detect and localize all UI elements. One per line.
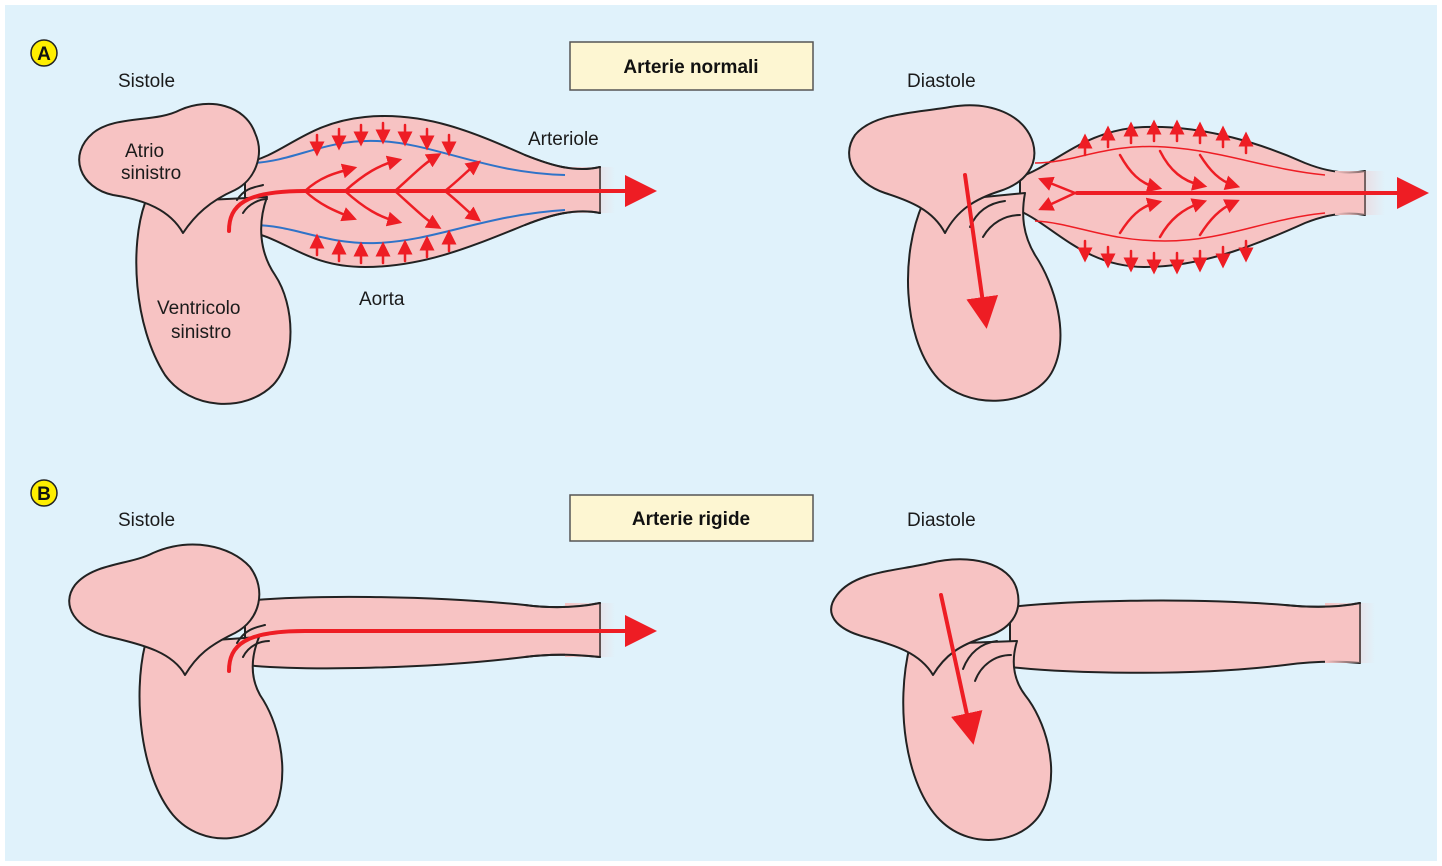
left-ventricle-diastole-b (903, 641, 1051, 840)
condition-label-a: Arterie normali (623, 57, 758, 78)
ventricle-label-line2: sinistro (171, 322, 231, 343)
atrium-label-line1: Atrio (125, 141, 164, 162)
badge-a-label: A (37, 44, 51, 65)
condition-box-b: Arterie rigide (570, 495, 813, 541)
systole-label-b: Sistole (118, 510, 175, 531)
diastole-label-b: Diastole (907, 510, 976, 531)
panel-a: A Arterie normali Sistole Diastole (31, 40, 1417, 404)
left-ventricle-diastole-a (908, 193, 1060, 401)
figure-background: A Arterie normali Sistole Diastole (5, 5, 1437, 861)
heart-artery-diagram: A Arterie normali Sistole Diastole (5, 5, 1437, 861)
badge-a: A (31, 40, 57, 66)
condition-box-a: Arterie normali (570, 42, 813, 90)
heart-systole-b (69, 545, 645, 839)
badge-b: B (31, 480, 57, 506)
panel-b: B Arterie rigide Sistole Diastole (31, 480, 1375, 840)
diastole-label-a: Diastole (907, 71, 976, 92)
systole-label-a: Sistole (118, 71, 175, 92)
arterioles-label: Arteriole (528, 129, 599, 150)
heart-diastole-b (831, 559, 1375, 840)
ventricle-label-line1: Ventricolo (157, 298, 240, 319)
badge-b-label: B (37, 484, 51, 505)
heart-diastole-a (849, 105, 1417, 400)
atrium-label-line2: sinistro (121, 163, 181, 184)
aorta-diastole-b (1010, 601, 1360, 673)
condition-label-b: Arterie rigide (632, 509, 750, 530)
aorta-diastole-a (1020, 127, 1365, 267)
aorta-label: Aorta (359, 289, 405, 310)
